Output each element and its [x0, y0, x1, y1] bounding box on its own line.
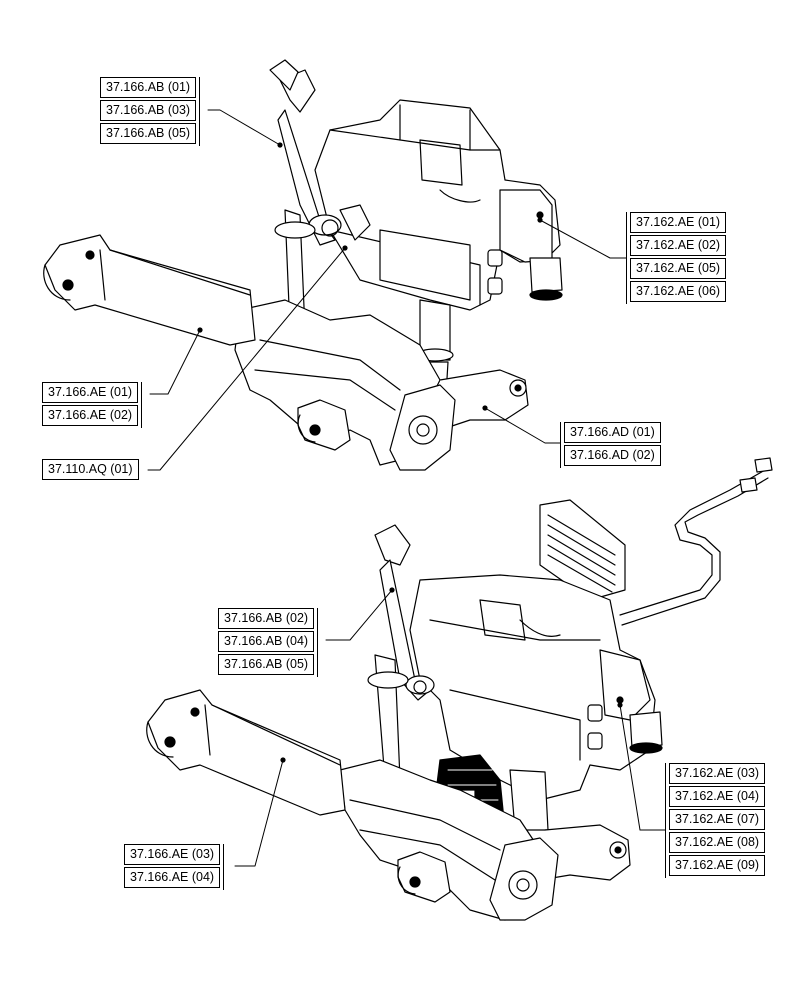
- part-label[interactable]: 37.162.AE (05): [630, 258, 727, 279]
- bottom-hitch-assembly: [146, 457, 773, 921]
- label-group-bottom-ab: 37.166.AB (02) 37.166.AB (04) 37.166.AB …: [218, 608, 319, 677]
- part-label[interactable]: 37.166.AB (05): [218, 654, 315, 675]
- part-label[interactable]: 37.162.AE (04): [669, 786, 766, 807]
- part-label[interactable]: 37.110.AQ (01): [42, 459, 139, 480]
- part-label[interactable]: 37.166.AD (02): [564, 445, 661, 466]
- part-label[interactable]: 37.162.AE (02): [630, 235, 727, 256]
- label-group-top-ae-left: 37.166.AE (01) 37.166.AE (02): [42, 382, 143, 428]
- label-group-top-ab: 37.166.AB (01) 37.166.AB (03) 37.166.AB …: [100, 77, 201, 146]
- part-label[interactable]: 37.166.AB (05): [100, 123, 197, 144]
- part-label[interactable]: 37.162.AE (01): [630, 212, 727, 233]
- label-group-top-ad: 37.166.AD (01) 37.166.AD (02): [560, 422, 661, 468]
- label-group-bottom-ae-right: 37.162.AE (03) 37.162.AE (04) 37.162.AE …: [665, 763, 766, 878]
- part-label[interactable]: 37.162.AE (08): [669, 832, 766, 853]
- part-label[interactable]: 37.162.AE (06): [630, 281, 727, 302]
- part-label[interactable]: 37.166.AD (01): [564, 422, 661, 443]
- bottom-leader-lines: [234, 589, 666, 867]
- label-group-top-ae-right: 37.162.AE (01) 37.162.AE (02) 37.162.AE …: [626, 212, 727, 304]
- top-leader-lines: [147, 109, 627, 471]
- top-hitch-assembly: [43, 59, 563, 471]
- part-label[interactable]: 37.166.AB (03): [100, 100, 197, 121]
- part-label[interactable]: 37.166.AE (02): [42, 405, 139, 426]
- part-label[interactable]: 37.166.AE (04): [124, 867, 221, 888]
- label-group-top-aq: 37.110.AQ (01): [42, 459, 139, 482]
- part-label[interactable]: 37.166.AE (03): [124, 844, 221, 865]
- part-label[interactable]: 37.166.AB (01): [100, 77, 197, 98]
- label-group-bottom-ae-left: 37.166.AE (03) 37.166.AE (04): [124, 844, 225, 890]
- part-label[interactable]: 37.162.AE (09): [669, 855, 766, 876]
- part-label[interactable]: 37.166.AB (02): [218, 608, 315, 629]
- part-label[interactable]: 37.162.AE (07): [669, 809, 766, 830]
- part-label[interactable]: 37.166.AB (04): [218, 631, 315, 652]
- part-label[interactable]: 37.162.AE (03): [669, 763, 766, 784]
- part-label[interactable]: 37.166.AE (01): [42, 382, 139, 403]
